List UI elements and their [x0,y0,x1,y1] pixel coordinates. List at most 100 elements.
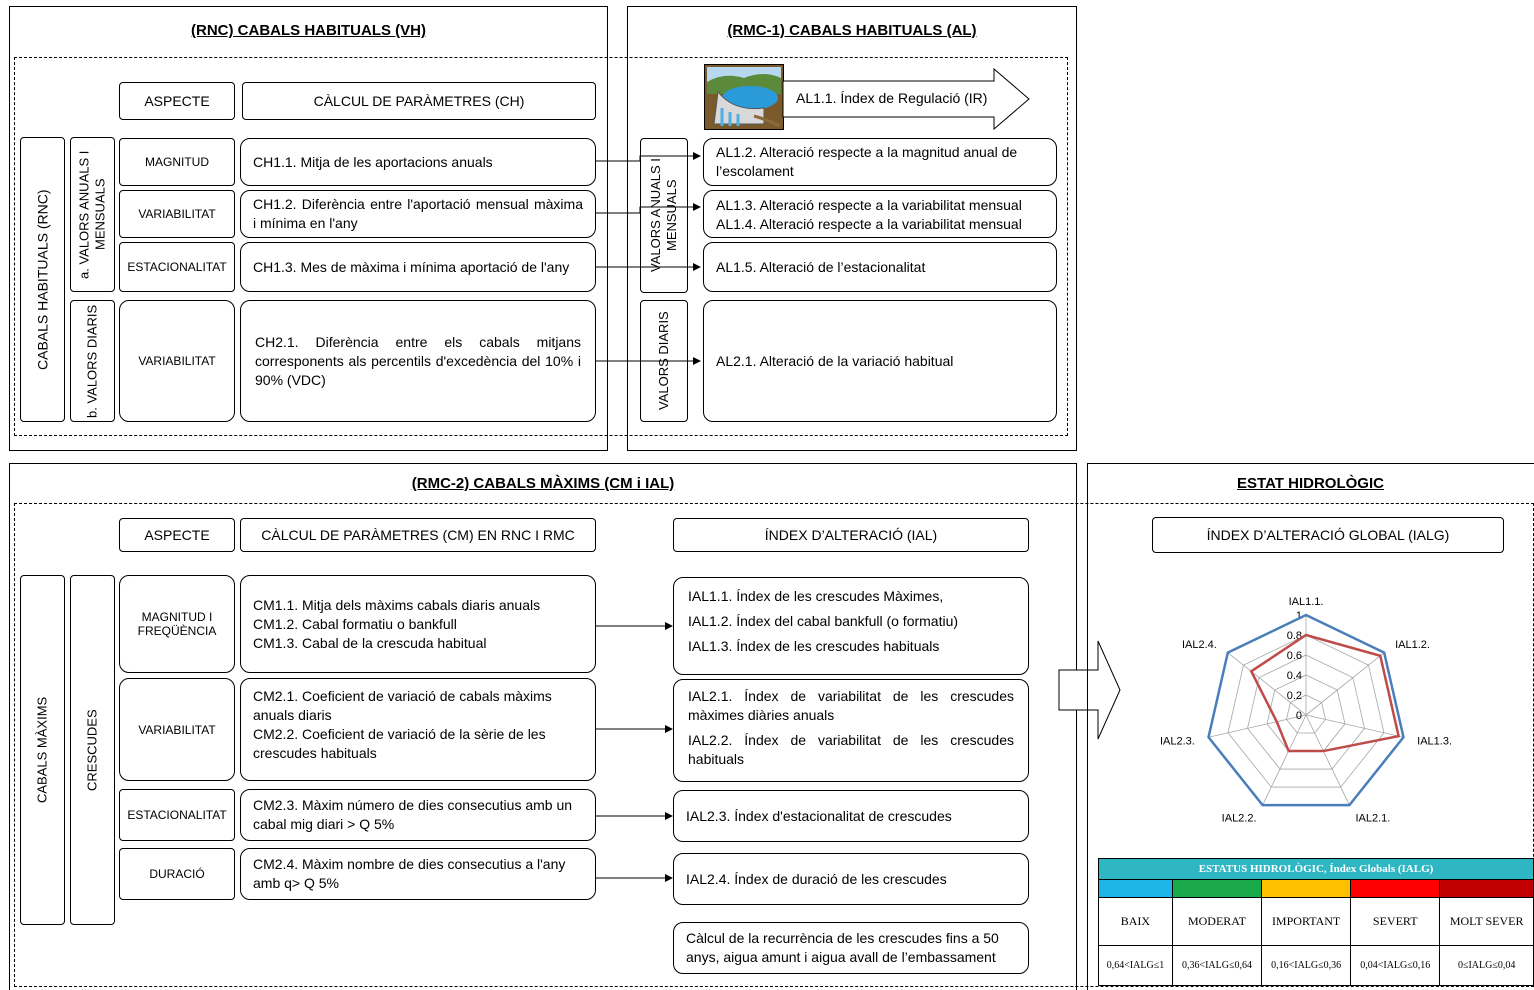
radar-category-label: IAL2.2. [1222,813,1257,825]
radar-tick-label: 0.2 [1287,690,1302,702]
param-cm21: CM2.1. Coeficient de variació de cabals … [253,688,552,723]
radar-spoke [1305,714,1350,806]
legend-swatch [1098,879,1173,898]
rnc-group-b: b. VALORS DIARIS [70,300,115,422]
legend-class-name: BAIX [1098,897,1173,946]
legend-swatch [1261,879,1352,898]
rmc2-param-cm24: CM2.4. Màxim nombre de dies consecutius … [240,848,596,900]
index-ial22: IAL2.2. Índex de variabilitat de les cre… [688,732,1014,767]
rmc2-aspect-duracio: DURACIÓ [119,848,235,900]
rmc1-panel [627,6,1077,451]
radar-category-label: IAL2.1. [1355,813,1390,825]
estat-panel [1087,463,1534,990]
radar-category-label: IAL2.4. [1182,639,1217,651]
param-cm11: CM1.1. Mitja dels màxims cabals diaris a… [253,597,541,613]
rmc2-index-header: ÍNDEX D’ALTERACIÓ (IAL) [673,518,1029,552]
radar-category-label: IAL1.2. [1395,639,1430,651]
status-legend-table: ESTATUS HIDROLÒGIC, Índex Globals (IALG)… [1098,858,1534,986]
radar-series-line [1249,633,1401,753]
legend-class-range: 0,16<IALG≤0,36 [1261,945,1352,986]
rmc2-group-crescudes: CRESCUDES [70,575,115,925]
rmc2-index-ial23: IAL2.3. Índex d'estacionalitat de crescu… [673,790,1029,842]
legend-swatch [1350,879,1441,898]
radar-grid-ring [1227,634,1385,788]
legend-class-range: 0,04<IALG≤0,16 [1350,945,1441,986]
param-cm22: CM2.2. Coeficient de variació de la sèri… [253,726,546,761]
rnc-param-ch21: CH2.1. Diferència entre els cabals mitja… [240,300,596,422]
rmc2-indices-variabilitat: IAL2.1. Índex de variabilitat de les cre… [673,679,1029,782]
rnc-aspect-magnitud: MAGNITUD [119,138,235,186]
legend-swatch [1439,879,1534,898]
legend-class-range: 0≤IALG≤0,04 [1439,945,1534,986]
regulation-index-arrow [782,68,1030,130]
legend-class-name: MODERAT [1171,897,1263,946]
rnc-aspect-variabilitat-diaris: VARIABILITAT [119,300,235,422]
rmc1-item-al12: AL1.2. Alteració respecte a la magnitud … [703,138,1057,186]
legend-color-row [1098,879,1534,898]
index-ial12: IAL1.2. Índex del cabal bankfull (o form… [688,613,959,629]
rmc2-index-ial24: IAL2.4. Índex de duració de les crescude… [673,853,1029,905]
rnc-param-ch13: CH1.3. Mes de màxima i mínima aportació … [240,242,596,292]
bottom-connectors [596,622,673,882]
rmc1-title: (RMC-1) CABALS HABITUALS (AL) [727,22,977,39]
rmc2-title: (RMC-2) CABALS MÀXIMS (CM i IAL) [411,475,675,492]
rmc1-regulation-index: AL1.1. Índex de Regulació (IR) [796,90,988,106]
radar-spoke [1305,714,1404,738]
to-global-index-arrow [1058,640,1121,740]
radar-series-line [1207,613,1405,807]
radar-tick-label: 0.4 [1287,670,1302,682]
radar-spoke [1262,714,1307,806]
rmc1-item-al13-al14: AL1.3. Alteració respecte a la variabili… [703,190,1057,238]
rmc2-params-variabilitat: CM2.1. Coeficient de variació de cabals … [240,678,596,781]
rnc-title: (RNC) CABALS HABITUALS (VH) [191,22,426,39]
rnc-side-label: CABALS HABITUALS (RNC) [20,137,65,422]
param-cm12: CM1.2. Cabal formatiu o bankfull [253,616,457,632]
rmc2-aspect-variabilitat: VARIABILITAT [119,678,235,781]
rmc2-aspect-estacionalitat: ESTACIONALITAT [119,789,235,841]
index-ial13: IAL1.3. Índex de les crescudes habituals [688,638,940,654]
radar-category-label: IAL2.3. [1160,735,1195,747]
rnc-param-ch12: CH1.2. Diferència entre l'aportació mens… [240,190,596,238]
rnc-panel [9,6,608,451]
rmc1-item-al15: AL1.5. Alteració de l’estacionalitat [703,242,1057,292]
rnc-param-ch11: CH1.1. Mitja de les aportacions anuals [240,138,596,186]
radar-grid-ring [1247,654,1365,770]
rmc1-item-al14: AL1.4. Alteració respecte a la variabili… [716,216,1022,232]
rnc-calcul-header: CÀLCUL DE PARÀMETRES (CH) [242,82,596,120]
radar-tick-label: 1 [1296,610,1302,622]
radar-tick-label: 0.6 [1287,650,1302,662]
legend-class-range: 0,36<IALG≤0,64 [1171,945,1263,986]
legend-swatch [1171,879,1263,898]
top-dashed-frame [14,57,1068,436]
rmc2-panel [9,463,1077,990]
legend-title: ESTATUS HIDROLÒGIC, Índex Globals (IALG) [1098,858,1534,880]
estat-title: ESTAT HIDROLÒGIC [1237,475,1384,492]
index-ial21: IAL2.1. Índex de variabilitat de les cre… [688,688,1014,723]
legend-class-name: MOLT SEVER [1439,897,1534,946]
rmc2-aspecte-header: ASPECTE [119,518,235,552]
radar-category-label: IAL1.3. [1417,735,1452,747]
top-connectors [596,152,701,365]
legend-class-name: IMPORTANT [1261,897,1352,946]
radar-category-label: IAL1.1. [1289,596,1324,608]
rnc-aspect-variabilitat: VARIABILITAT [119,190,235,238]
rmc1-item-al21: AL2.1. Alteració de la variació habitual [703,300,1057,422]
rmc2-param-cm23: CM2.3. Màxim número de dies consecutius … [240,789,596,841]
rmc1-item-al13: AL1.3. Alteració respecte a la variabili… [716,197,1022,213]
dam-reservoir-icon [704,64,784,130]
rmc2-indices-magnitud: IAL1.1. Índex de les crescudes Màximes, … [673,577,1029,675]
rmc2-recurrence-note: Càlcul de la recurrència de les crescude… [673,922,1029,974]
param-cm13: CM1.3. Cabal de la crescuda habitual [253,635,487,651]
legend-class-name: SEVERT [1350,897,1441,946]
radar-grid-ring [1286,694,1326,734]
radar-spoke [1305,652,1385,716]
rnc-group-a: a. VALORS ANUALS I MENSUALS [70,137,115,292]
estat-global-index-header: ÍNDEX D’ALTERACIÓ GLOBAL (IALG) [1152,517,1504,553]
radar-spoke [1227,652,1307,716]
rnc-aspect-estacionalitat: ESTACIONALITAT [119,242,235,292]
rmc2-params-magnitud: CM1.1. Mitja dels màxims cabals diaris a… [240,575,596,673]
radar-chart: 00.20.40.60.81IAL1.1.IAL1.2.IAL1.3.IAL2.… [1160,596,1452,825]
index-ial11: IAL1.1. Índex de les crescudes Màximes, [688,588,944,604]
